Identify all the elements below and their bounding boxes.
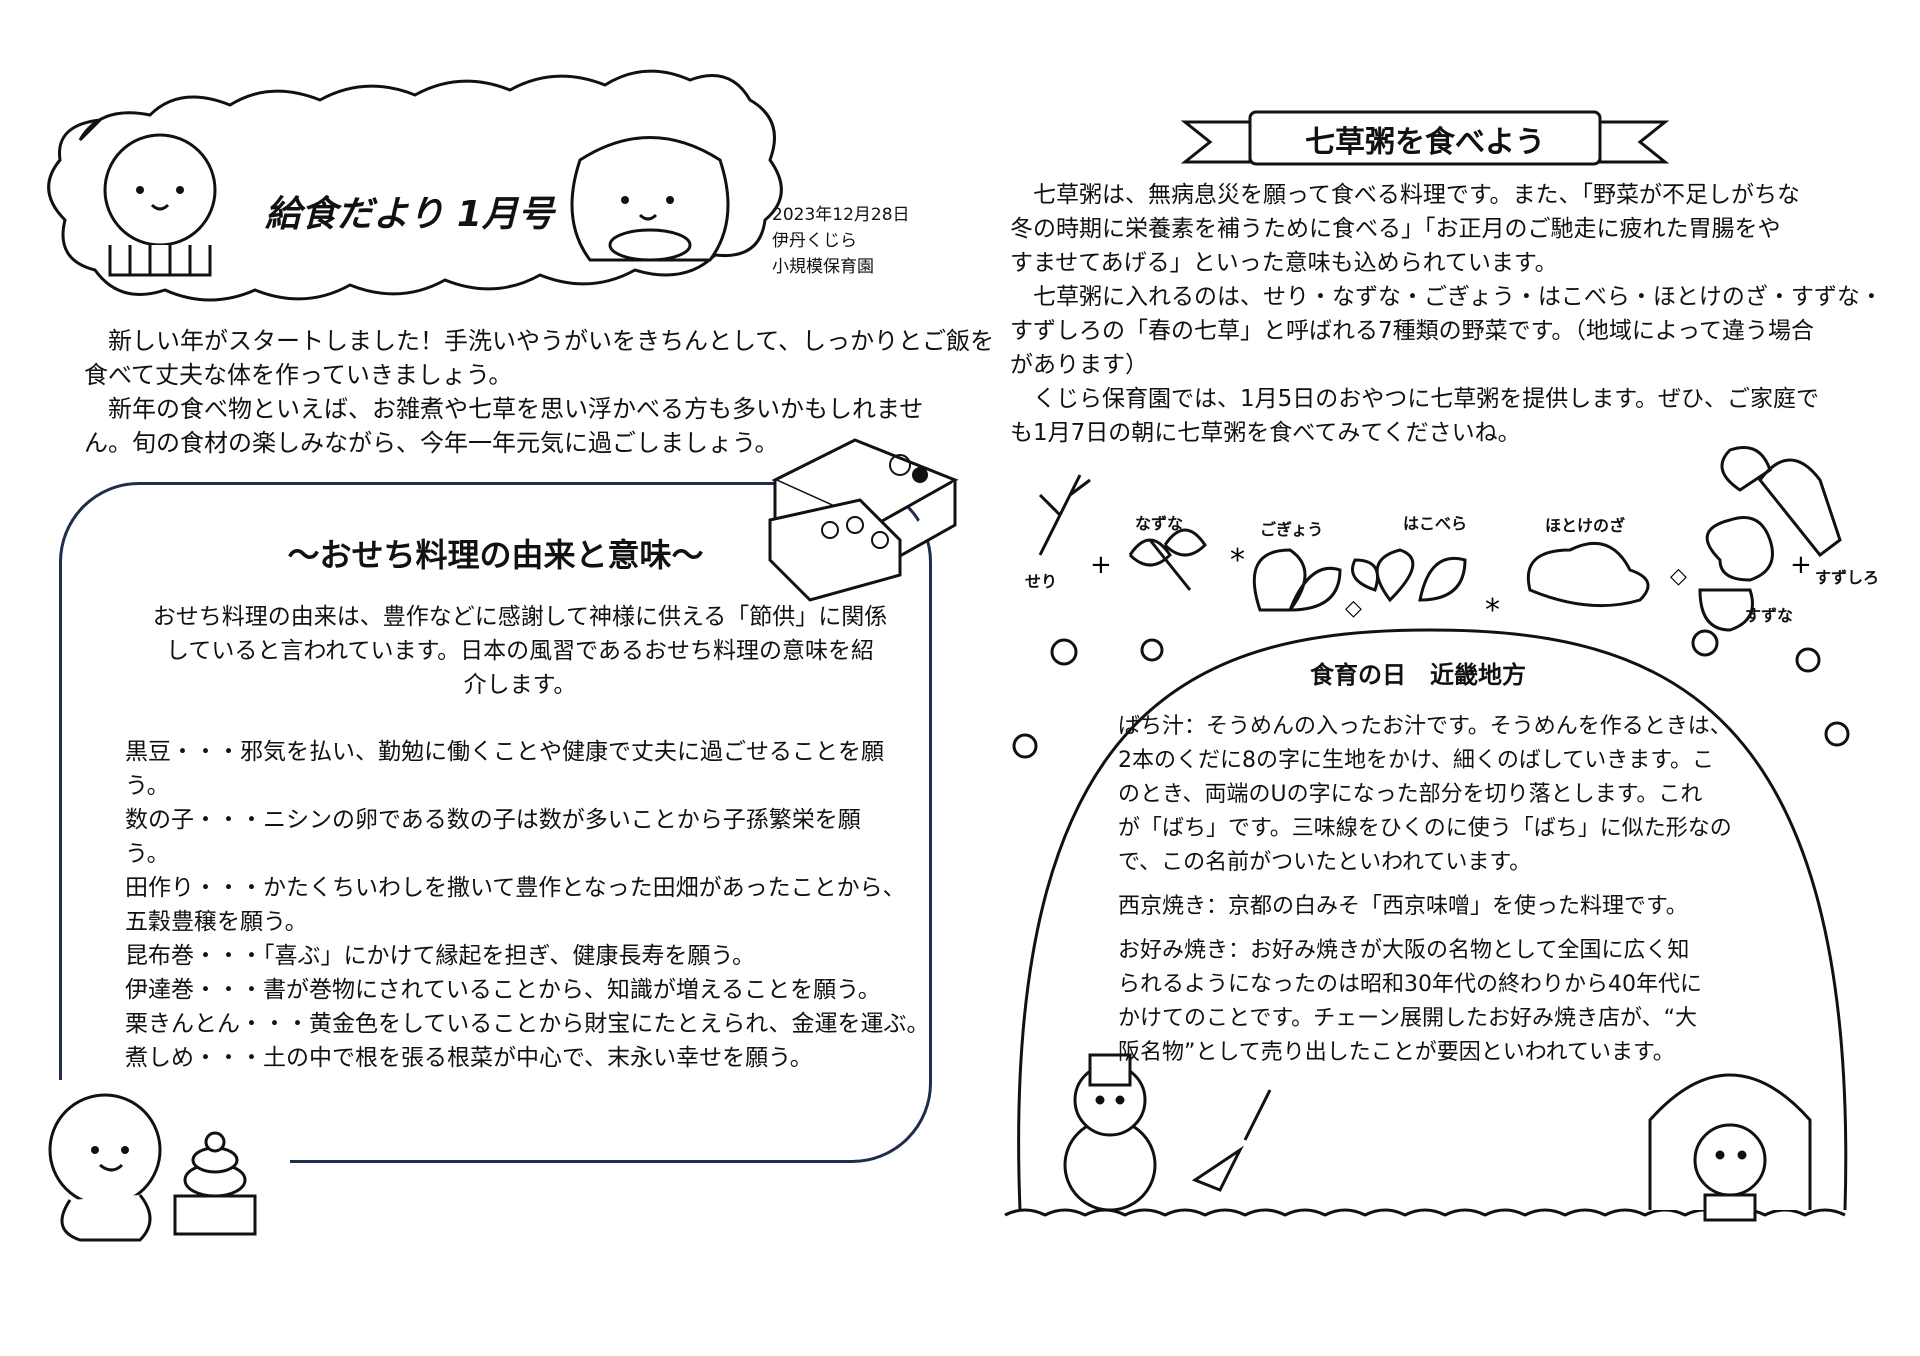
osechi-item-list: 黒豆・・・邪気を払い、勤勉に働くことや健康で丈夫に過ごせることを願 う。 数の子…: [125, 735, 930, 1075]
osechi-item: う。: [125, 841, 170, 867]
snowman-illustration: [1063, 1053, 1272, 1212]
nanakusa-line: 冬の時期に栄養素を補うために食べる」「お正月のご馳走に疲れた胃腸をや: [1010, 216, 1781, 242]
herb-label-suzushiro: すずしろ: [1815, 568, 1880, 587]
herb-label-seri: せり: [1025, 572, 1058, 591]
nanakusa-line: があります）: [1010, 352, 1148, 378]
osechi-intro-line: していると言われています。日本の風習であるおせち料理の意味を紹: [166, 638, 874, 664]
osechi-intro-line: おせち料理の由来は、豊作などに感謝して神様に供える「節供」に関係: [152, 604, 888, 630]
paragraph-line: 2本のくだに8の字に生地をかけ、細くのばしていきます。こ: [1118, 748, 1715, 773]
svg-text:*: *: [1230, 543, 1245, 578]
paragraph-line: のとき、両端のUの字になった部分を切り落とします。これ: [1118, 782, 1703, 807]
paragraph-line: られるようになったのは昭和30年代の終わりから40年代に: [1118, 972, 1702, 997]
osechi-title: ～おせち料理の由来と意味～: [287, 536, 704, 574]
org-name-line1: 伊丹くじら: [772, 231, 857, 251]
child-illustration-right: [570, 136, 730, 262]
nanakusa-line: すませてあげる」といった意味も込められています。: [1010, 250, 1558, 276]
paragraph-line: 西京焼き：京都の白みそ「西京味噌」を使った料理です。: [1118, 894, 1688, 919]
herb-label-gogyou: ごぎょう: [1260, 520, 1324, 539]
issue-date: 2023年12月28日: [772, 205, 910, 225]
paragraph-line: が「ばち」です。三味線をひくのに使う「ばち」に似た形なの: [1118, 816, 1732, 841]
herb-label-hotokenoza: ほとけのざ: [1545, 516, 1626, 535]
intro-line: 食べて丈夫な体を作っていきましょう。: [84, 361, 513, 389]
osechi-item: 黒豆・・・邪気を払い、勤勉に働くことや健康で丈夫に過ごせることを願: [125, 739, 884, 765]
svg-text:*: *: [1485, 593, 1500, 628]
svg-text:◇: ◇: [1670, 564, 1687, 589]
svg-text:+: +: [1790, 550, 1812, 580]
saikyoyaki-paragraph: 西京焼き：京都の白みそ「西京味噌」を使った料理です。: [1118, 890, 1732, 924]
nanakusa-line: 七草粥は、無病息災を願って食べる料理です。また、「野菜が不足しがちな: [1010, 182, 1801, 208]
okonomiyaki-paragraph: お好み焼き：お好み焼きが大阪の名物として全国に広く知 られるようになったのは昭和…: [1118, 934, 1732, 1070]
osechi-item: 五穀豊穣を願う。: [125, 909, 308, 935]
shokuiku-text: ばち汁：そうめんの入ったお汁です。そうめんを作るときは、 2本のくだに8の字に生…: [1118, 710, 1732, 1070]
paragraph-line: かけてのことです。チェーン展開したお好み焼き店が、“大: [1118, 1006, 1697, 1031]
intro-line: ん。旬の食材の楽しみながら、今年一年元気に過ごしましょう。: [84, 429, 779, 457]
child-in-igloo-illustration: [1648, 1073, 1812, 1222]
svg-text:+: +: [1090, 550, 1112, 580]
osechi-item: 田作り・・・かたくちいわしを撒いて豊作となった田畑があったことから、: [125, 875, 906, 901]
paragraph-line: お好み焼き：お好み焼きが大阪の名物として全国に広く知: [1118, 938, 1690, 963]
svg-text:◇: ◇: [1345, 596, 1362, 621]
intro-line: 新しい年がスタートしました！手洗いやうがいをきちんとして、しっかりとご飯を: [84, 327, 995, 355]
nanakusa-line: すずしろの「春の七草」と呼ばれる7種類の野菜です。（地域によって違う場合: [1010, 318, 1814, 344]
paragraph-line: で、この名前がついたといわれています。: [1118, 850, 1532, 875]
paragraph-line: ばち汁：そうめんの入ったお汁です。そうめんを作るときは、: [1118, 714, 1732, 739]
osechi-box: [59, 482, 932, 1163]
osechi-item: 栗きんとん・・・黄金色をしていることから財宝にたとえられ、金運を運ぶ。: [125, 1011, 930, 1037]
nanakusa-line: も1月7日の朝に七草粥を食べてみてくださいね。: [1010, 420, 1521, 446]
nanakusa-line: くじら保育園では、1月5日のおやつに七草粥を提供します。ぜひ、ご家庭で: [1010, 386, 1819, 412]
org-name-line2: 小規模保育園: [772, 257, 874, 277]
osechi-intro-line: 介します。: [463, 672, 577, 698]
intro-line: 新年の食べ物といえば、お雑煮や七草を思い浮かべる方も多いかもしれませ: [84, 395, 924, 423]
nanakusa-text: 七草粥は、無病息災を願って食べる料理です。また、「野菜が不足しがちな 冬の時期に…: [1010, 178, 1883, 450]
osechi-item: 数の子・・・ニシンの卵である数の子は数が多いことから子孫繁栄を願: [125, 807, 861, 833]
osechi-item: う。: [125, 773, 170, 799]
herb-label-suzuna: すずな: [1745, 606, 1794, 625]
bachijiru-paragraph: ばち汁：そうめんの入ったお汁です。そうめんを作るときは、 2本のくだに8の字に生…: [1118, 710, 1732, 880]
herb-label-nazuna: なずな: [1135, 514, 1184, 533]
nanakusa-line: 七草粥に入れるのは、せり・なずな・ごぎょう・はこべら・ほとけのざ・すずな・: [1010, 284, 1883, 310]
intro-text: 新しい年がスタートしました！手洗いやうがいをきちんとして、しっかりとご飯を 食べ…: [84, 324, 994, 460]
child-illustration-left: [103, 133, 217, 277]
osechi-item: 伊達巻・・・書が巻物にされていることから、知識が増えることを願う。: [125, 977, 881, 1003]
herb-label-hakobera: はこべら: [1403, 514, 1468, 533]
nanakusa-title: 七草粥を食べよう: [1305, 125, 1545, 160]
osechi-item: 煮しめ・・・土の中で根を張る根菜が中心で、末永い幸せを願う。: [125, 1045, 813, 1071]
osechi-item: 昆布巻・・・「喜ぶ」にかけて縁起を担ぎ、健康長寿を願う。: [125, 943, 755, 969]
paragraph-line: 阪名物”として売り出したことが要因といわれています。: [1118, 1040, 1675, 1065]
newsletter-title: 給食だより 1月号: [265, 194, 554, 235]
shokuiku-title: 食育の日 近畿地方: [1310, 661, 1526, 689]
